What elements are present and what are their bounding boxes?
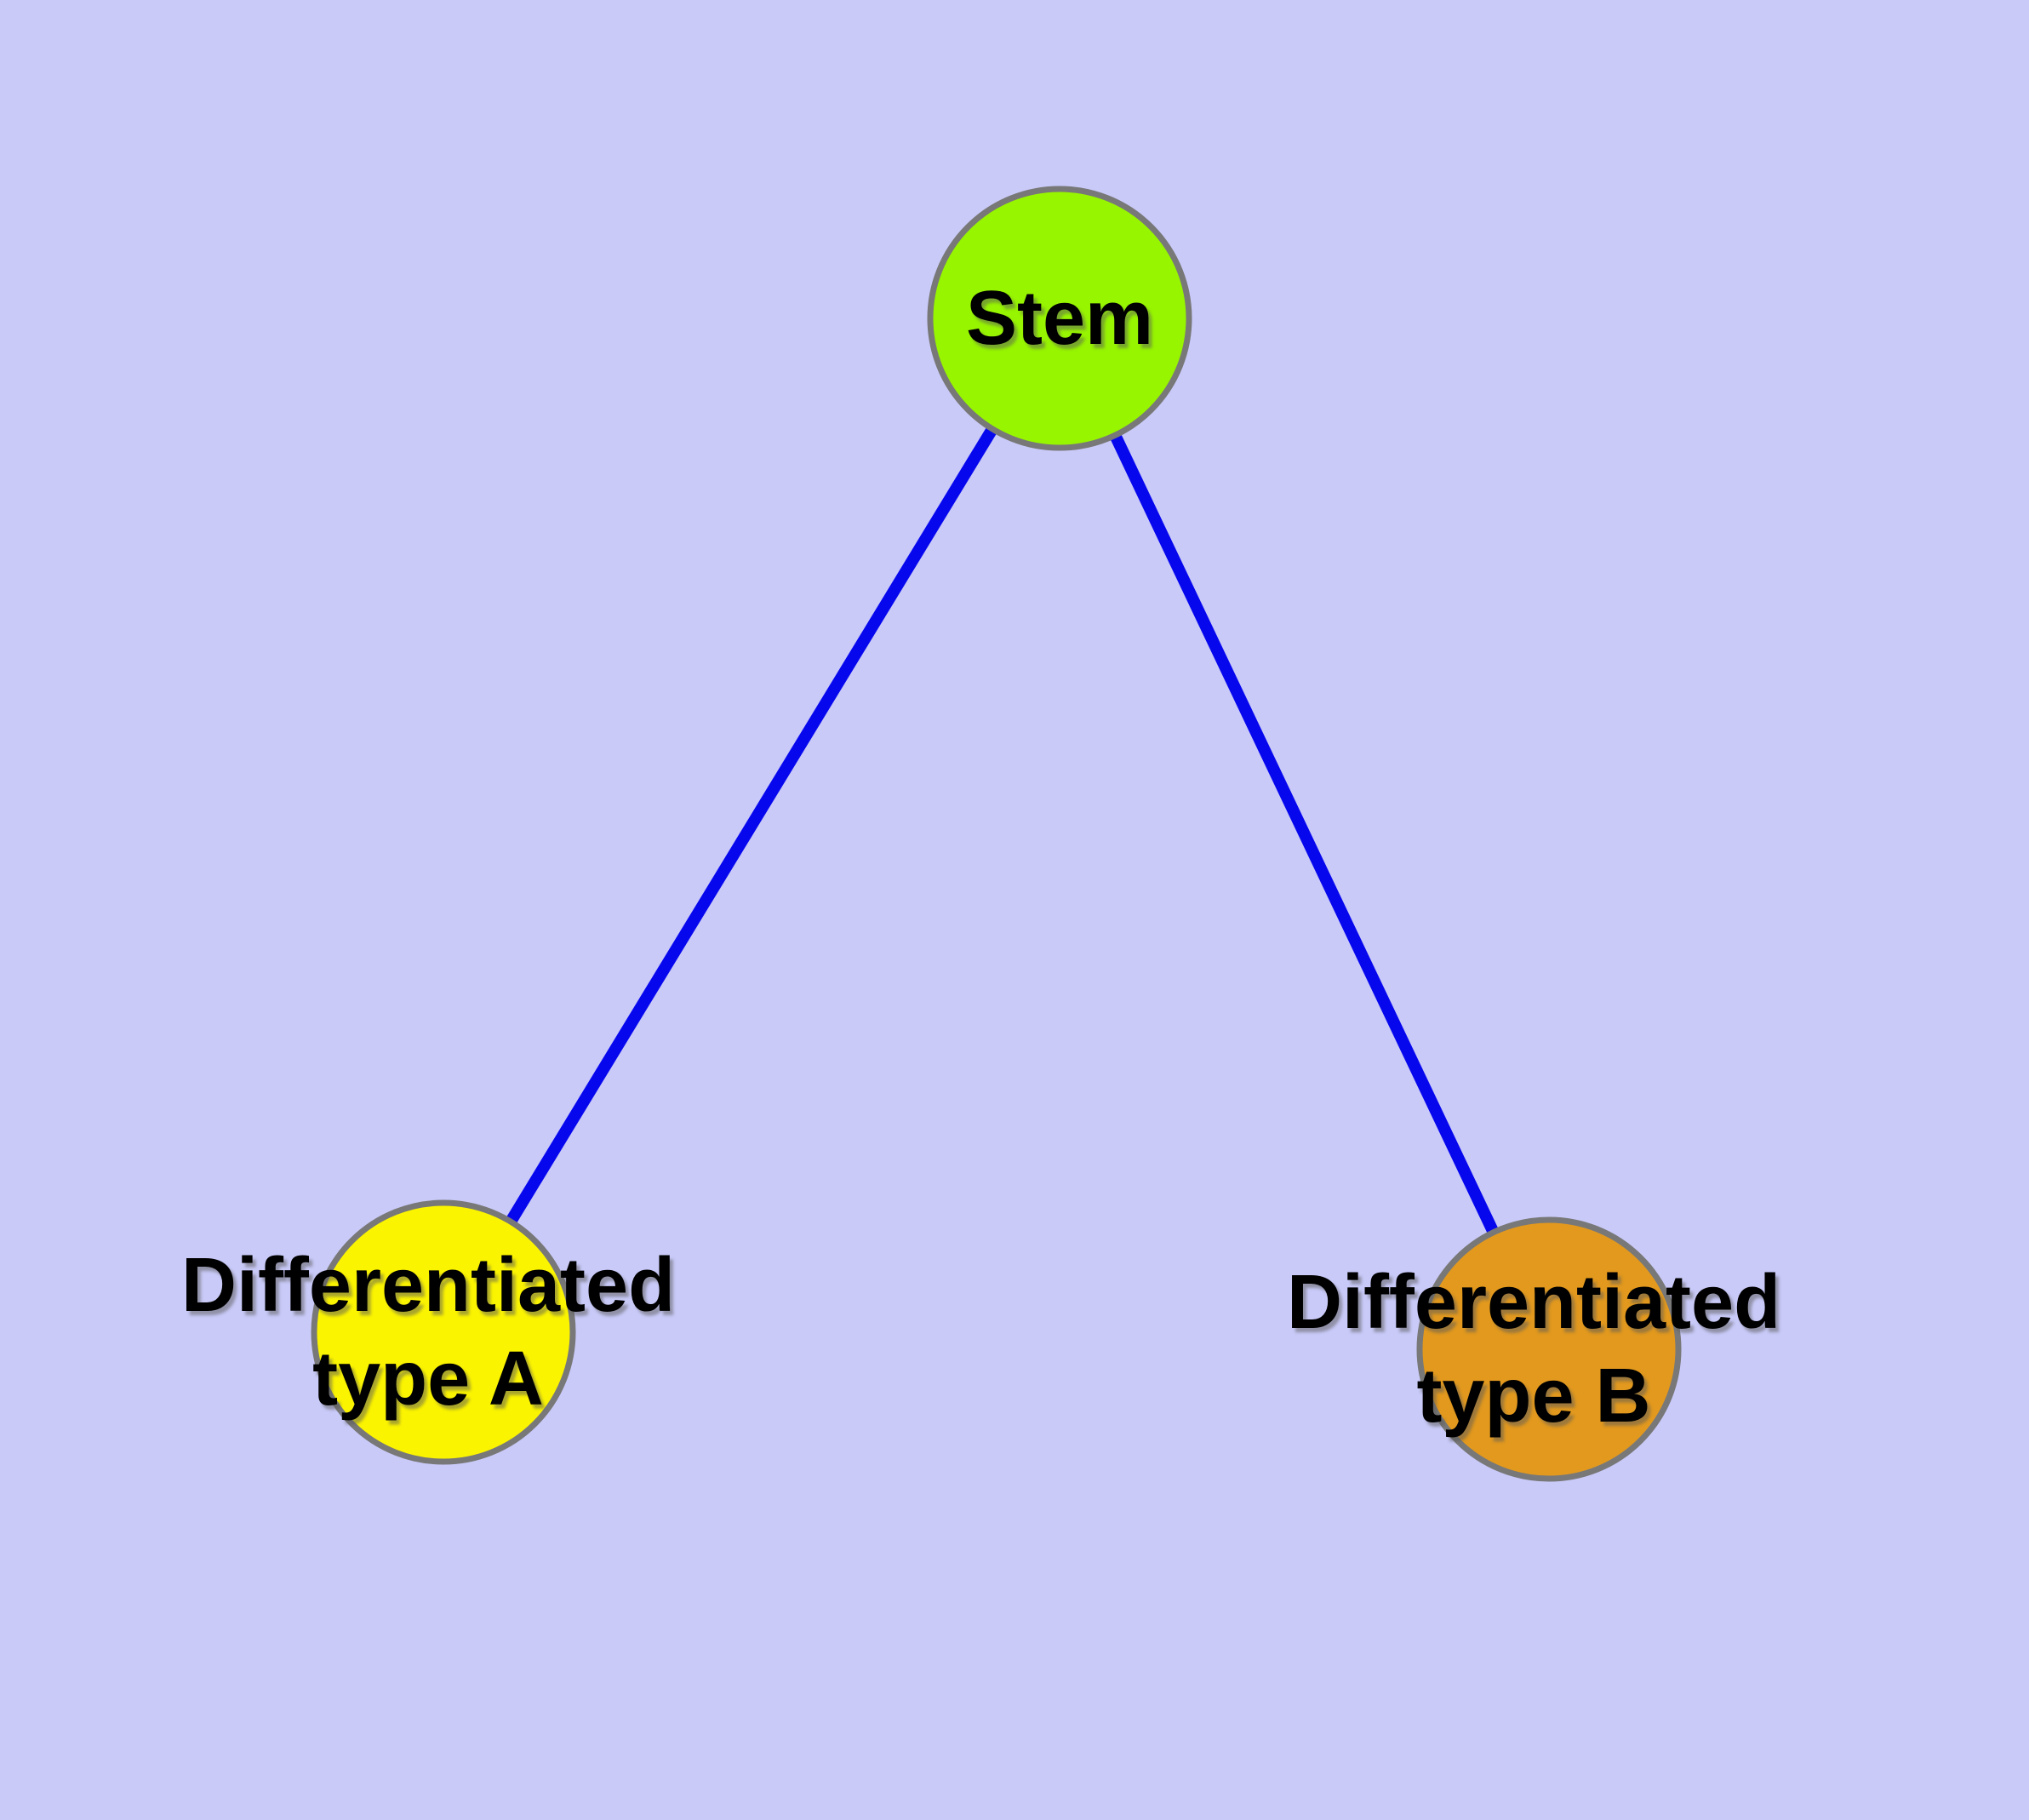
node-stem-circle xyxy=(927,186,1192,451)
node-typeA-label-line2: type A xyxy=(312,1336,544,1422)
node-typeA-label-line1: Differentiated xyxy=(180,1243,676,1328)
edge-stem-to-typeB xyxy=(1054,315,1555,1353)
node-typeB-label-line2: type B xyxy=(1416,1354,1651,1439)
edge-stem-to-typeA xyxy=(438,315,1065,1336)
node-typeA-label: Differentiated type A xyxy=(181,1239,675,1426)
node-typeB-label-line1: Differentiated xyxy=(1286,1260,1781,1345)
node-typeA-circle xyxy=(311,1199,576,1465)
node-stem-label: Stem xyxy=(966,272,1153,365)
node-stem-label-text: Stem xyxy=(965,276,1154,361)
node-typeB-circle xyxy=(1416,1216,1682,1482)
node-typeB-label: Differentiated type B xyxy=(1287,1256,1780,1443)
